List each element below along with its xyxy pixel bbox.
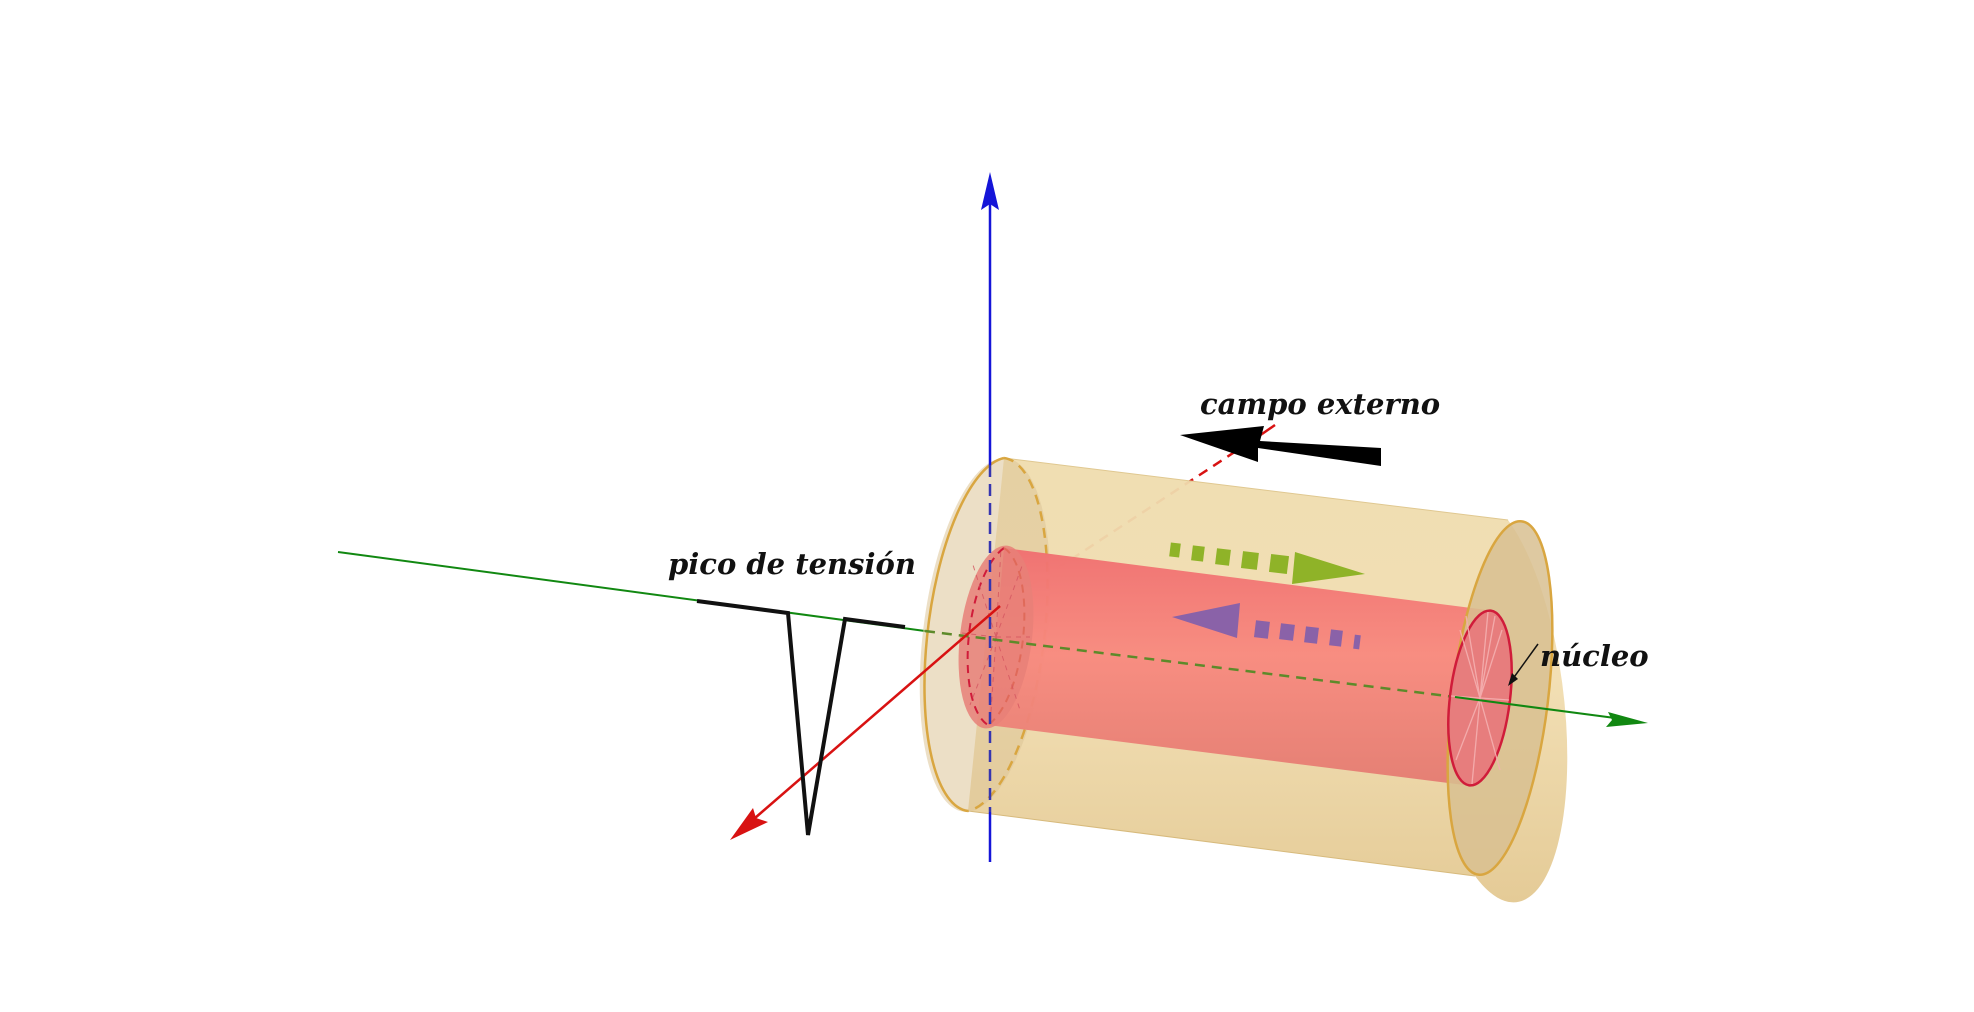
- external-field-arrow: [1180, 426, 1381, 466]
- nucleus-pointer: [1508, 643, 1539, 686]
- arrow-right-icon: [1606, 712, 1648, 727]
- forward-flow-arrow: [1169, 542, 1365, 584]
- horizontal-axis-inside: [924, 629, 1456, 699]
- vertical-axis: [981, 172, 999, 862]
- arrow-left-icon: [1180, 426, 1381, 466]
- voltage-spike-label: pico de tensión: [668, 547, 916, 581]
- dashed-arrow-left-icon: [1172, 603, 1240, 638]
- inner-left-spokes: [961, 547, 1030, 727]
- external-field-label: campo externo: [1200, 387, 1440, 421]
- arrow-down-left-icon: [730, 808, 768, 840]
- voltage-spike: [696, 599, 906, 836]
- horizontal-axis-front: [1454, 696, 1648, 727]
- nucleus-label: núcleo: [1540, 639, 1649, 673]
- backward-flow-arrow: [1172, 603, 1361, 650]
- depth-axis-front: [730, 423, 1276, 840]
- arrow-up-icon: [981, 172, 999, 210]
- inner-right-end-cap: [1447, 609, 1513, 787]
- dashed-arrow-right-icon: [1292, 552, 1365, 584]
- horizontal-axis: [337, 551, 926, 632]
